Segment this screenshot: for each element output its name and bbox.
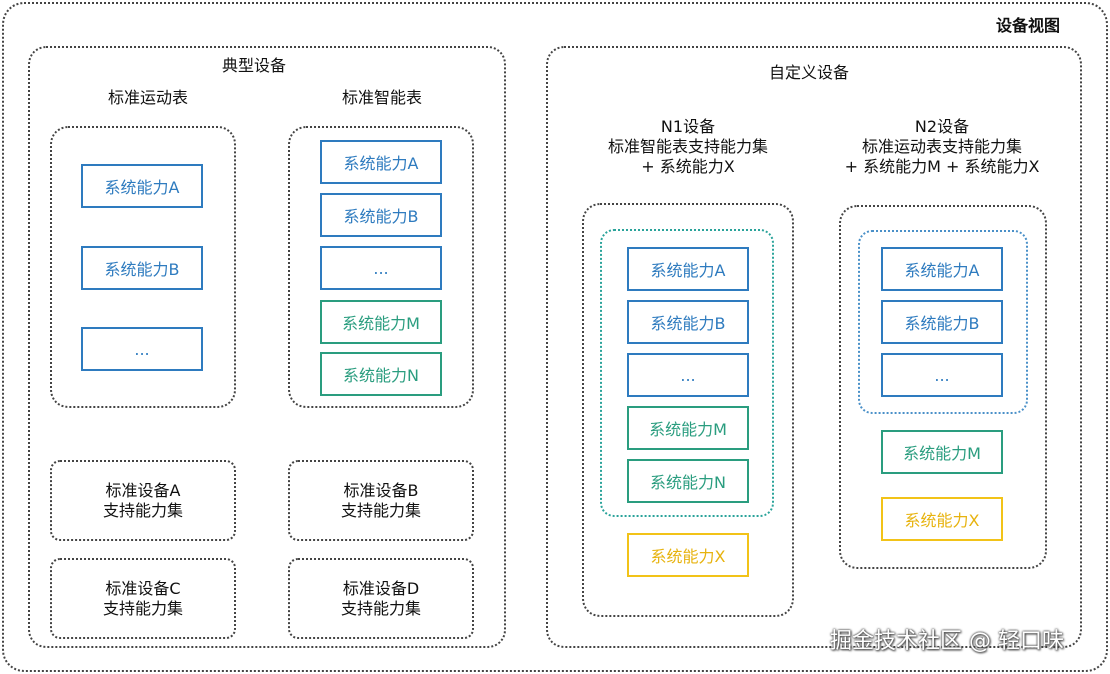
standard-device-d	[288, 558, 474, 639]
standard-device-c-name: 标准设备C	[105, 579, 181, 598]
n2-sport-capability-set	[858, 230, 1028, 414]
n1-capability-b: 系统能力B	[627, 300, 749, 344]
n1-capability-m: 系统能力M	[627, 406, 749, 450]
n2-capability-b: 系统能力B	[881, 300, 1003, 344]
n2-capability-a: 系统能力A	[881, 247, 1003, 291]
sport-capability-b: 系统能力B	[81, 246, 203, 290]
n1-capability-more: ...	[627, 353, 749, 397]
standard-device-a-name: 标准设备A	[105, 481, 181, 500]
smart-capability-n: 系统能力N	[320, 352, 442, 396]
standard-device-b-name: 标准设备B	[343, 481, 419, 500]
standard-device-d-name: 标准设备D	[342, 579, 420, 598]
smart-capability-more: ...	[320, 246, 442, 290]
n2-capability-more: ...	[881, 353, 1003, 397]
smart-capability-b: 系统能力B	[320, 193, 442, 237]
standard-device-d-caps: 支持能力集	[340, 599, 421, 618]
sport-capability-a: 系统能力A	[81, 164, 203, 208]
n1-smart-capability-set	[600, 229, 774, 517]
n1-capability-n: 系统能力N	[627, 459, 749, 503]
n2-capability-m: 系统能力M	[881, 430, 1003, 474]
smart-capability-m: 系统能力M	[320, 300, 442, 344]
standard-device-b-caps: 支持能力集	[340, 501, 421, 520]
typical-devices-title: 典型设备	[222, 56, 287, 75]
custom-devices-group	[546, 46, 1082, 648]
n1-device-extra: + 系统能力X	[641, 157, 735, 176]
watermark: 掘金技术社区 @ 轻口味	[830, 629, 1064, 654]
n1-device-box	[582, 203, 794, 617]
custom-devices-title: 自定义设备	[769, 63, 850, 82]
standard-device-a	[50, 460, 236, 541]
standard-device-c-caps: 支持能力集	[102, 599, 183, 618]
n2-device-desc: 标准运动表支持能力集	[861, 137, 1022, 156]
standard-device-b	[288, 460, 474, 541]
n2-device-name: N2设备	[914, 117, 970, 136]
typical-devices-group	[28, 46, 506, 648]
n2-device-extra: + 系统能力M + 系统能力X	[844, 157, 1040, 176]
sport-watch-title: 标准运动表	[108, 88, 189, 107]
standard-device-c	[50, 558, 236, 639]
standard-device-a-caps: 支持能力集	[102, 501, 183, 520]
smart-capability-a: 系统能力A	[320, 140, 442, 184]
sport-capability-more: ...	[81, 327, 203, 371]
n1-capability-x: 系统能力X	[627, 533, 749, 577]
view-title: 设备视图	[996, 16, 1061, 35]
n2-device-box	[839, 205, 1047, 569]
n1-device-name: N1设备	[660, 117, 716, 136]
n1-capability-a: 系统能力A	[627, 247, 749, 291]
sport-watch-box	[50, 126, 236, 408]
n2-capability-x: 系统能力X	[881, 497, 1003, 541]
smart-watch-title: 标准智能表	[342, 88, 423, 107]
smart-watch-box	[288, 126, 474, 408]
n1-device-desc: 标准智能表支持能力集	[607, 137, 768, 156]
